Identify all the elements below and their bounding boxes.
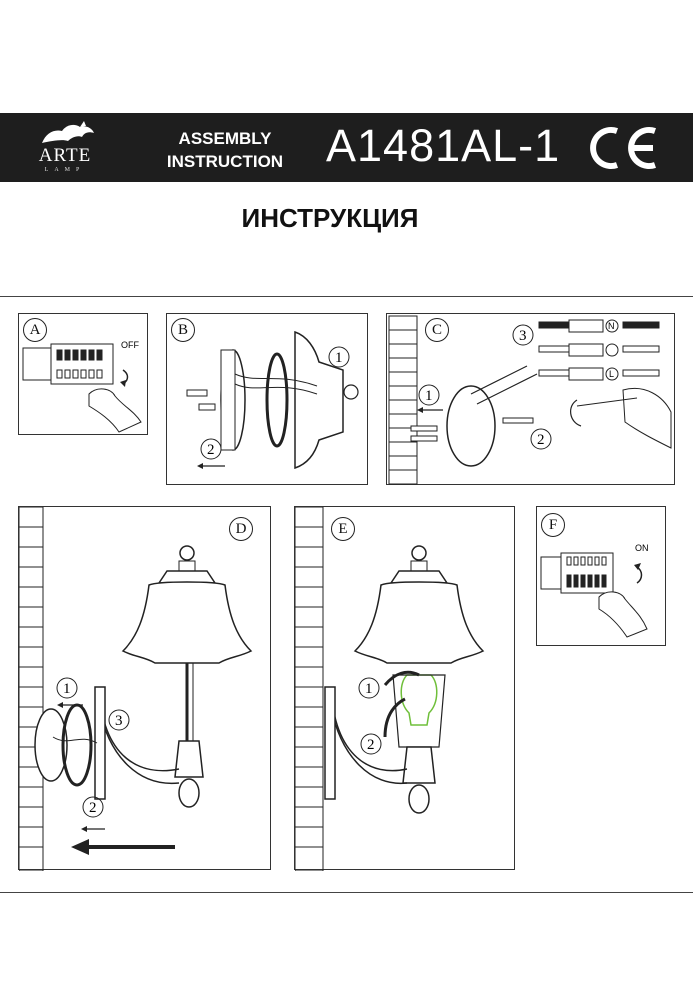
panel-a: A OFF	[18, 313, 148, 435]
step-1-label: 1	[335, 350, 343, 366]
panel-c-label: C	[425, 318, 449, 342]
mounting-plate	[34, 708, 68, 782]
insert-arrow-icon	[383, 670, 420, 686]
panel-b-illustration: 1 2	[186, 330, 359, 470]
step-1-label: 1	[63, 681, 71, 697]
step-2-label: 2	[89, 800, 97, 816]
switch-off-label: OFF	[121, 340, 139, 350]
terminal-block	[538, 319, 660, 381]
screw-icon	[186, 389, 208, 397]
panel-c-illustration: 1 2 3 N L	[388, 315, 672, 485]
panel-e: E 1 2	[294, 506, 515, 871]
step-2-label: 2	[207, 442, 215, 458]
wall-lantern	[94, 545, 253, 808]
panel-f-label: F	[541, 513, 565, 537]
assembly-instruction-title: ASSEMBLY INSTRUCTION	[160, 127, 290, 173]
brick-wall	[388, 315, 418, 485]
instruction-frame	[0, 296, 693, 893]
russian-title: ИНСТРУКЦИЯ	[241, 203, 419, 233]
step-2-label: 2	[367, 737, 375, 753]
assembly-line-2: INSTRUCTION	[166, 152, 284, 171]
ce-mark-icon	[590, 127, 656, 169]
lamp-base	[294, 330, 344, 470]
panel-e-label: E	[331, 517, 355, 541]
brick-wall	[295, 507, 324, 871]
brand-name: ARTE	[38, 145, 92, 166]
switch-on-label: ON	[635, 543, 649, 553]
ground-icon	[605, 343, 619, 357]
mounting-plate	[446, 385, 496, 467]
panel-c: C 1 2 3	[386, 313, 675, 485]
glass-shade	[121, 581, 253, 664]
panel-f: F ON	[536, 506, 666, 646]
assembly-line-1: ASSEMBLY	[178, 129, 272, 148]
mount-arrow-icon	[383, 697, 406, 738]
step-3-label: 3	[519, 328, 527, 344]
panel-d-illustration: 1 2 3	[19, 507, 253, 871]
hand-icon	[598, 591, 648, 638]
panel-f-illustration: ON	[540, 543, 649, 638]
step-1-label: 1	[365, 681, 373, 697]
brand-subtitle: LAMP	[44, 167, 86, 173]
brick-wall	[19, 507, 44, 871]
hand-icon	[88, 388, 142, 433]
panel-e-illustration: 1 2	[295, 507, 485, 871]
panel-b-label: B	[171, 318, 195, 342]
griffin-icon	[42, 121, 94, 143]
terminal-n-label: N	[608, 321, 615, 331]
step-1-label: 1	[425, 388, 433, 404]
glass-shade	[353, 581, 485, 664]
wall-lantern	[324, 545, 485, 814]
terminal-l-label: L	[609, 369, 614, 379]
bulb-icon	[400, 674, 438, 726]
header-banner: ARTE LAMP ASSEMBLY INSTRUCTION A1481AL-1	[0, 113, 693, 182]
panel-d-label: D	[229, 517, 253, 541]
model-number: A1481AL-1	[326, 120, 561, 171]
panel-b: B 1 2	[166, 313, 368, 485]
panel-d: D 1 2	[18, 506, 271, 871]
step-2-label: 2	[537, 432, 545, 448]
screwdriver-hand-icon	[576, 388, 672, 449]
gasket-ring	[265, 352, 289, 448]
panel-a-illustration: OFF	[22, 340, 142, 433]
step-3-label: 3	[115, 713, 123, 729]
panel-a-label: A	[23, 318, 47, 342]
screw-icon	[502, 417, 534, 424]
screw-icon	[198, 403, 216, 411]
brand-logo: ARTE LAMP	[28, 119, 102, 177]
